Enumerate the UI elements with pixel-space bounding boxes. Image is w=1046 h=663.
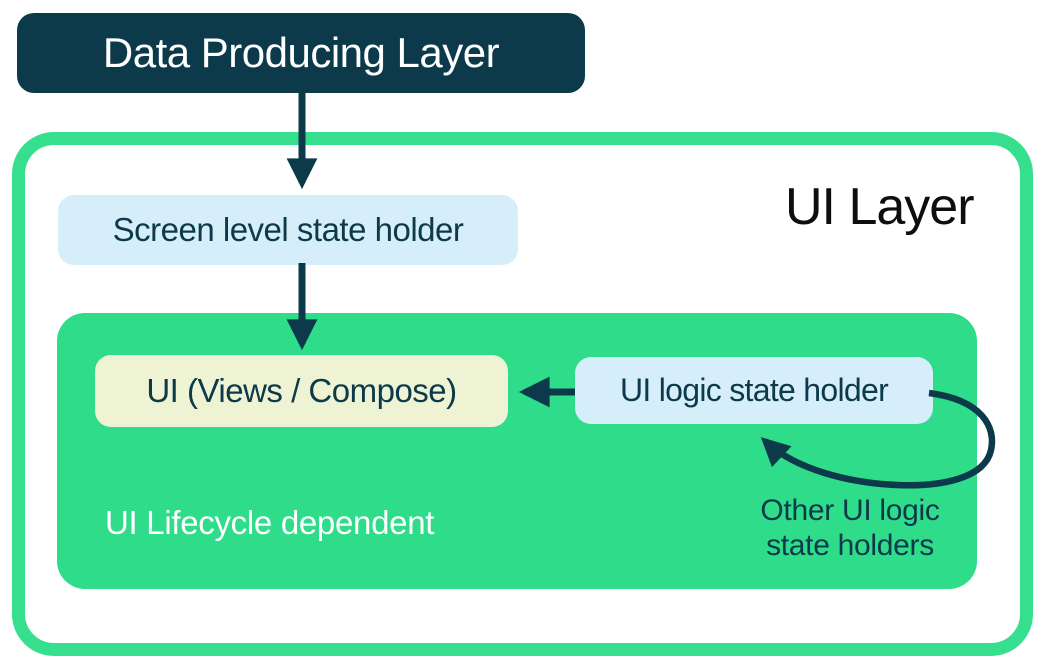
screen-state-holder-label: Screen level state holder <box>112 211 464 248</box>
ui-lifecycle-dependent-box: UI (Views / Compose) UI logic state hold… <box>57 313 977 589</box>
ui-logic-state-holder-label: UI logic state holder <box>619 372 889 408</box>
ui-layer-title: UI Layer <box>785 178 975 236</box>
ui-layer-container: UI Layer Screen level state holder UI (V… <box>12 132 1033 656</box>
ui-lifecycle-dependent-caption: UI Lifecycle dependent <box>105 504 435 541</box>
ui-views-compose-box: UI (Views / Compose) <box>95 355 508 427</box>
screen-state-holder-box: Screen level state holder <box>58 195 518 265</box>
other-ui-logic-state-holders-caption: Other UI logic state holders <box>760 494 940 562</box>
data-producing-layer-box: Data Producing Layer <box>17 13 585 93</box>
data-producing-layer-label: Data Producing Layer <box>102 29 500 76</box>
ui-views-compose-label: UI (Views / Compose) <box>146 372 457 409</box>
ui-logic-state-holder-box: UI logic state holder <box>575 357 933 424</box>
